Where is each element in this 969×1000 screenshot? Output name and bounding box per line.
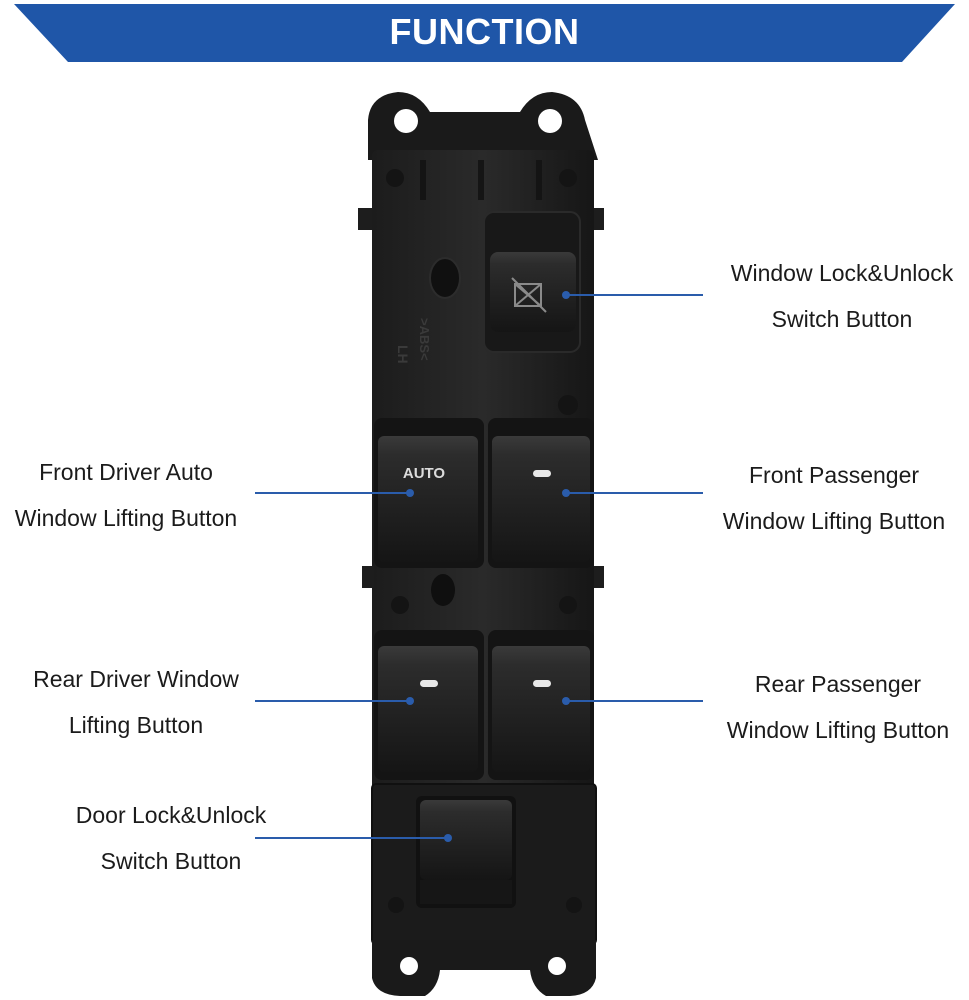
callout-rear-passenger: Rear Passenger Window Lifting Button	[703, 661, 969, 753]
callout-rear-driver-line2: Lifting Button	[68, 712, 204, 738]
banner-shape	[14, 4, 955, 62]
callout-front-driver-line2: Window Lifting Button	[14, 505, 238, 531]
front-driver-auto-button[interactable]: AUTO	[374, 418, 484, 568]
callout-front-passenger: Front Passenger Window Lifting Button	[700, 452, 968, 544]
callout-door-lock-line1: Door Lock&Unlock	[75, 802, 267, 828]
window-lock-icon	[511, 277, 547, 313]
rear-passenger-indicator	[533, 680, 551, 687]
callout-rear-driver: Rear Driver Window Lifting Button	[10, 656, 262, 748]
callout-window-lock-line2: Switch Button	[771, 306, 913, 332]
rear-passenger-button[interactable]	[488, 630, 594, 780]
callout-front-passenger-line1: Front Passenger	[748, 462, 920, 488]
banner-title: FUNCTION	[389, 11, 580, 52]
callout-front-passenger-line2: Window Lifting Button	[722, 508, 946, 534]
callout-window-lock-line1: Window Lock&Unlock	[730, 260, 954, 286]
callout-rear-passenger-line1: Rear Passenger	[754, 671, 922, 697]
callout-window-lock: Window Lock&Unlock Switch Button	[706, 250, 969, 342]
leader-lines	[255, 291, 703, 842]
callout-rear-driver-line1: Rear Driver Window	[33, 666, 239, 692]
front-passenger-indicator	[533, 470, 551, 477]
callout-door-lock-line2: Switch Button	[100, 848, 242, 874]
top-mount-tabs	[368, 92, 598, 160]
door-lock-switch[interactable]	[416, 796, 516, 908]
auto-button-text: AUTO	[403, 465, 446, 482]
rear-driver-button[interactable]	[374, 630, 484, 780]
housing-mark: >ABS<	[417, 318, 432, 361]
side-mark: LH	[395, 345, 411, 364]
callout-front-driver: Front Driver Auto Window Lifting Button	[0, 449, 252, 541]
function-banner: FUNCTION	[0, 0, 969, 64]
callout-door-lock: Door Lock&Unlock Switch Button	[46, 792, 296, 884]
rear-driver-indicator	[420, 680, 438, 687]
window-lock-switch[interactable]	[483, 211, 581, 353]
callout-front-driver-line1: Front Driver Auto	[39, 459, 213, 485]
callout-rear-passenger-line2: Window Lifting Button	[726, 717, 950, 743]
bottom-mount-tabs	[372, 940, 596, 996]
front-passenger-button[interactable]	[488, 418, 594, 568]
